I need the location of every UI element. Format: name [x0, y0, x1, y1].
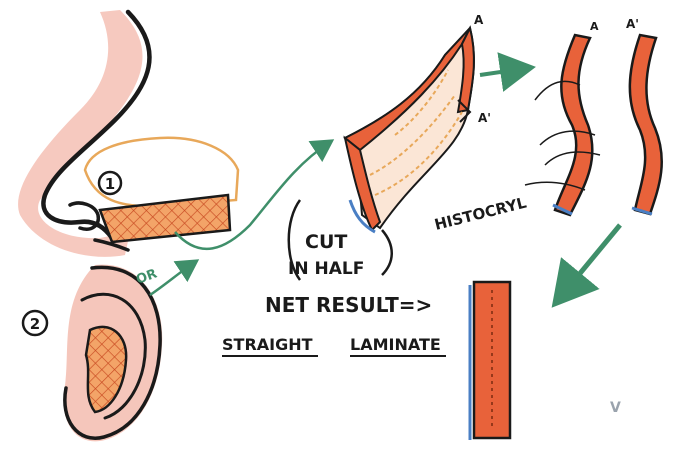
step-2-marker: 2 — [23, 311, 47, 335]
histocryl-label: HISTOCRYL — [433, 194, 529, 234]
arrow-split-to-laminate — [558, 225, 620, 300]
point-a-prime-label: A' — [478, 111, 491, 125]
signature: V — [610, 400, 621, 416]
net-result-label: NET RESULT=> — [265, 293, 432, 317]
laminate-label: LAMINATE — [350, 335, 441, 354]
nose-profile: 1 — [18, 10, 238, 257]
point-a-label: A — [474, 13, 484, 27]
split-point-a-label: A — [590, 20, 599, 33]
in-half-label: IN HALF — [288, 259, 364, 279]
right-half-strip — [630, 35, 662, 214]
step-2-label: 2 — [30, 315, 40, 333]
ear-diagram: 2 — [23, 265, 162, 442]
straight-laminate — [470, 282, 510, 440]
split-halves: A A' — [525, 17, 662, 215]
cut-label: CUT — [305, 231, 347, 253]
straight-label: STRAIGHT — [222, 335, 313, 354]
step-1-marker: 1 — [99, 172, 121, 194]
step-1-label: 1 — [105, 175, 115, 193]
cut-bracket-right — [382, 230, 392, 275]
or-label: OR — [134, 266, 159, 287]
split-point-a-prime-label: A' — [626, 17, 639, 31]
curved-graft: A A' — [345, 13, 491, 232]
nostril — [70, 203, 98, 229]
arrow-graft-to-split — [480, 68, 528, 75]
left-half-strip — [555, 35, 592, 215]
